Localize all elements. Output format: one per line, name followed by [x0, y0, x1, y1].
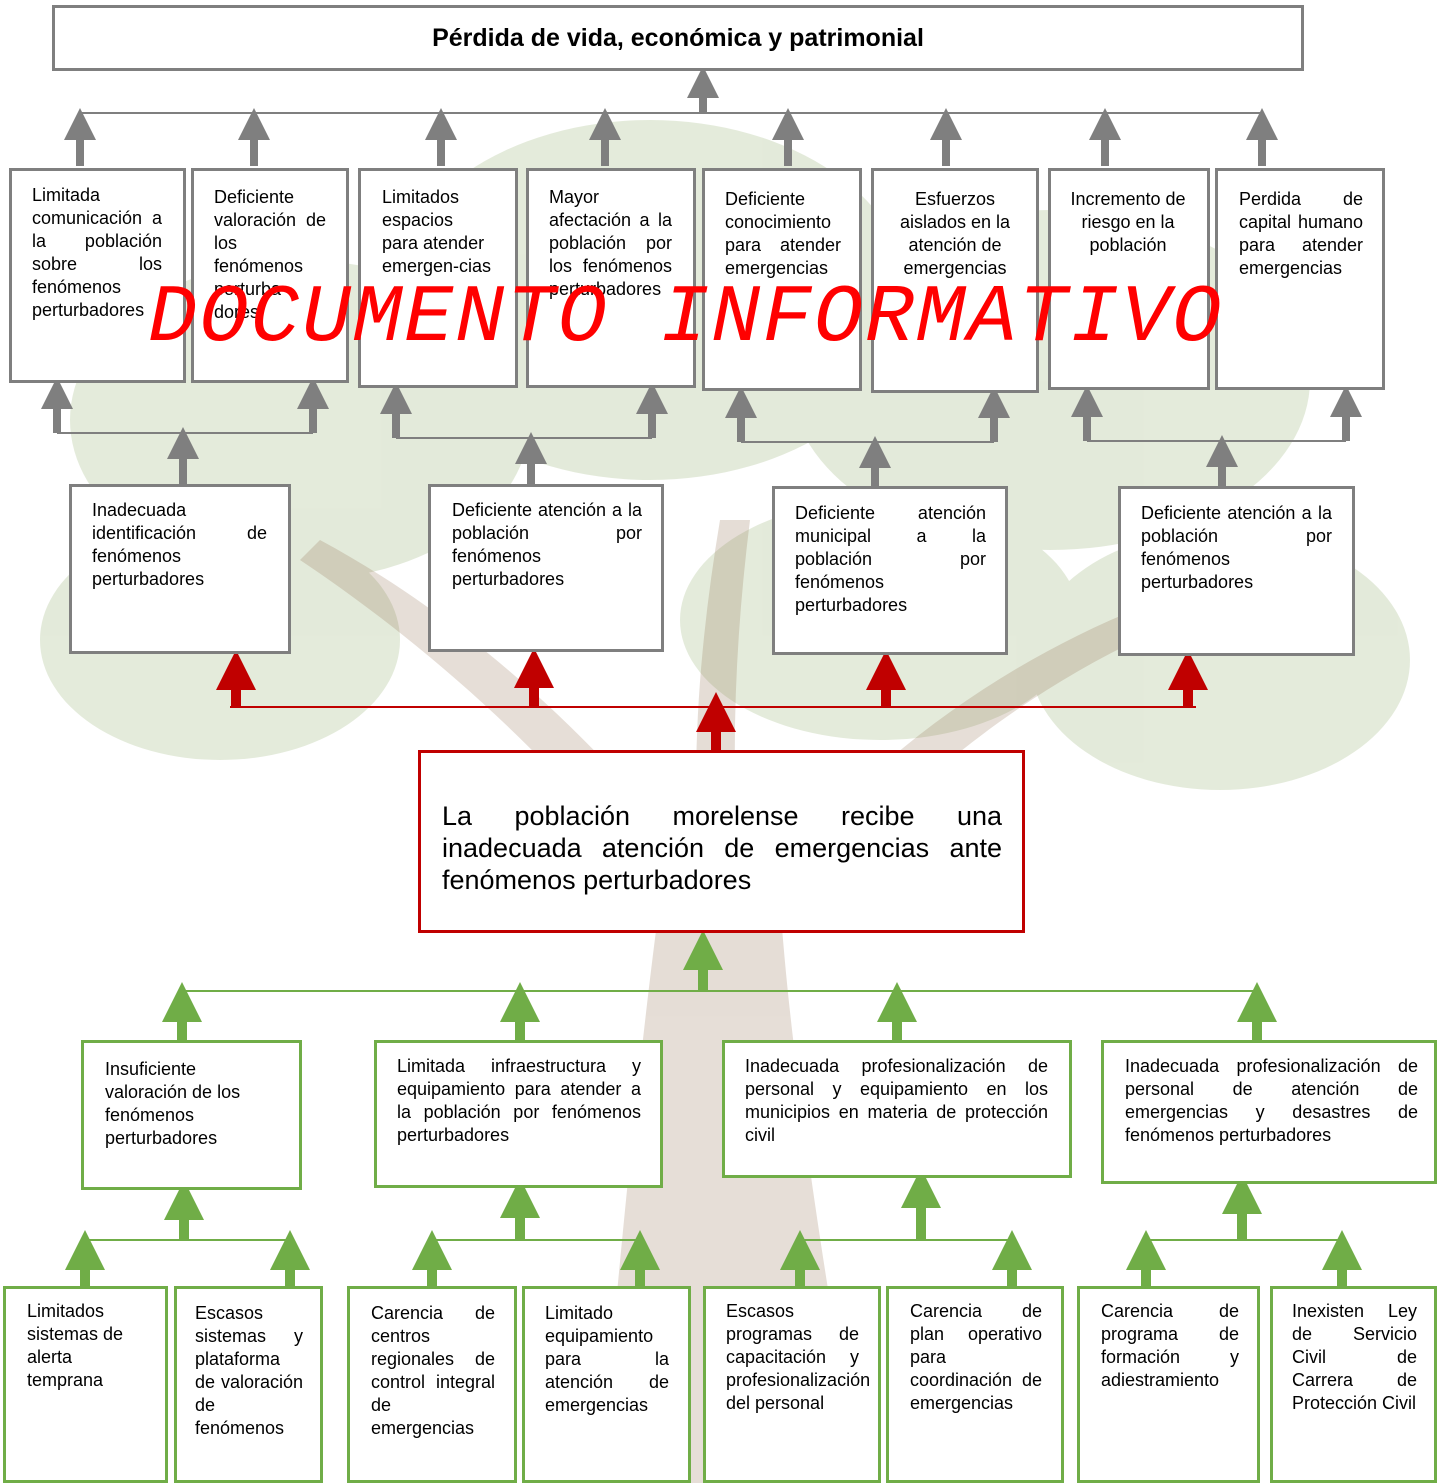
central-problem-text: La población morelense recibe una inadec…: [442, 801, 1002, 895]
sub-cause-box-7: [1077, 1286, 1260, 1483]
sub-cause-box-1: [3, 1286, 168, 1483]
top-effect-box: [52, 5, 1304, 71]
cause-text-3: Inadecuada profesionalización de persona…: [745, 1056, 1048, 1145]
sub-cause-box-5: [703, 1286, 881, 1483]
effect-box-1: [9, 168, 186, 383]
effect-text-8: Perdida de capital humano para atender e…: [1239, 189, 1363, 278]
sub-cause-text-5: Escasos programas de capacitación y prof…: [726, 1301, 871, 1413]
mid-effect-box-2: [428, 484, 664, 652]
effect-text-2: Deficiente valoración de los fenómenos p…: [214, 187, 326, 322]
effect-box-2: [191, 168, 349, 383]
sub-cause-box-3: [347, 1286, 517, 1483]
mid-effect-box-1: [69, 484, 291, 654]
effect-text-5: Deficiente conocimiento para atender eme…: [725, 189, 841, 278]
cause-box-3: [722, 1040, 1072, 1178]
mid-effect-text-2: Deficiente atención a la población por f…: [452, 500, 642, 589]
effect-text-1: Limitada comunicación a la población sob…: [32, 185, 162, 320]
sub-cause-box-2: [174, 1286, 323, 1483]
effect-box-6: [871, 168, 1039, 393]
sub-cause-text-8: Inexisten Ley de Servicio Civil de Carre…: [1292, 1301, 1417, 1413]
cause-text-4: Inadecuada profesionalización de persona…: [1125, 1056, 1418, 1145]
effect-box-5: [702, 168, 862, 391]
effect-box-4: [526, 168, 696, 388]
effect-box-3: [358, 168, 518, 388]
sub-cause-box-8: [1270, 1286, 1437, 1483]
sub-cause-text-6: Carencia de plan operativo para coordina…: [910, 1301, 1042, 1413]
effect-text-6: Esfuerzos aislados en la atención de eme…: [899, 189, 1011, 278]
cause-text-1: Insuficiente valoración de los fenómenos…: [105, 1059, 241, 1148]
mid-effect-box-4: [1118, 486, 1355, 656]
cause-text-2: Limitada infraestructura y equipamiento …: [397, 1056, 641, 1145]
watermark-text: DOCUMENTO INFORMATIVO: [148, 272, 1224, 365]
sub-cause-text-4: Limitado equipamiento para la atención d…: [545, 1303, 669, 1415]
sub-cause-text-1: Limitados sistemas de alerta temprana: [27, 1301, 124, 1390]
sub-cause-box-4: [522, 1286, 691, 1483]
effect-box-7: [1048, 168, 1210, 390]
effect-text-4: Mayor afectación a la población por los …: [549, 187, 672, 299]
effect-box-8: [1215, 168, 1385, 390]
sub-cause-text-7: Carencia de programa de formación y adie…: [1101, 1301, 1239, 1390]
effect-text-7: Incremento de riesgo en la población: [1070, 189, 1186, 255]
effect-text-3: Limitados espacios para atender emergen-…: [382, 187, 492, 276]
cause-box-2: [374, 1040, 663, 1188]
mid-effect-text-1: Inadecuada identificación de fenómenos p…: [92, 500, 267, 589]
mid-effect-text-3: Deficiente atención municipal a la pobla…: [795, 503, 986, 615]
sub-cause-text-3: Carencia de centros regionales de contro…: [371, 1303, 495, 1438]
mid-effect-text-4: Deficiente atención a la población por f…: [1141, 503, 1332, 592]
top-effect-title: Pérdida de vida, económica y patrimonial: [432, 23, 924, 52]
cause-box-4: [1101, 1040, 1437, 1184]
sub-cause-text-2: Escasos sistemas y plataforma de valorac…: [195, 1303, 303, 1438]
sub-cause-box-6: [886, 1286, 1064, 1483]
